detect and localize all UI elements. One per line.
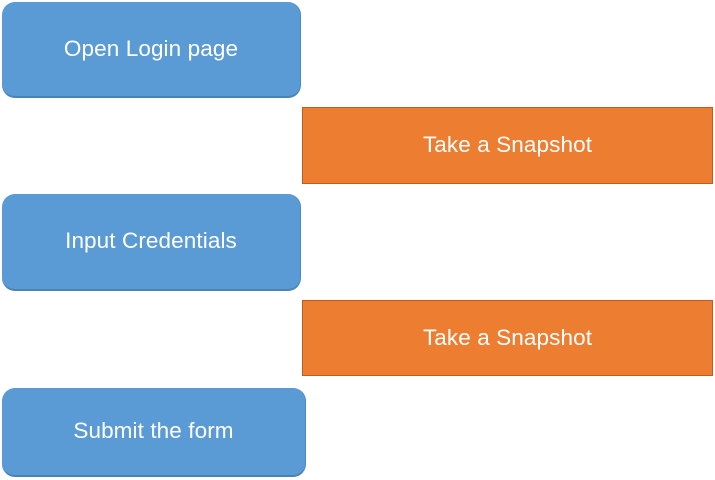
flow-step-label: Take a Snapshot	[422, 324, 593, 350]
flow-step-take-a-snapshot-1[interactable]: Take a Snapshot	[302, 107, 713, 184]
flow-step-open-login-page[interactable]: Open Login page	[2, 2, 301, 98]
flow-step-input-credentials[interactable]: Input Credentials	[2, 194, 301, 291]
flow-step-take-a-snapshot-2[interactable]: Take a Snapshot	[302, 300, 713, 376]
flow-step-label: Input Credentials	[65, 228, 237, 254]
flow-step-submit-the-form[interactable]: Submit the form	[2, 388, 306, 477]
flow-step-label: Open Login page	[63, 35, 239, 61]
flow-step-label: Submit the form	[73, 418, 234, 444]
flow-step-label: Take a Snapshot	[422, 132, 593, 158]
